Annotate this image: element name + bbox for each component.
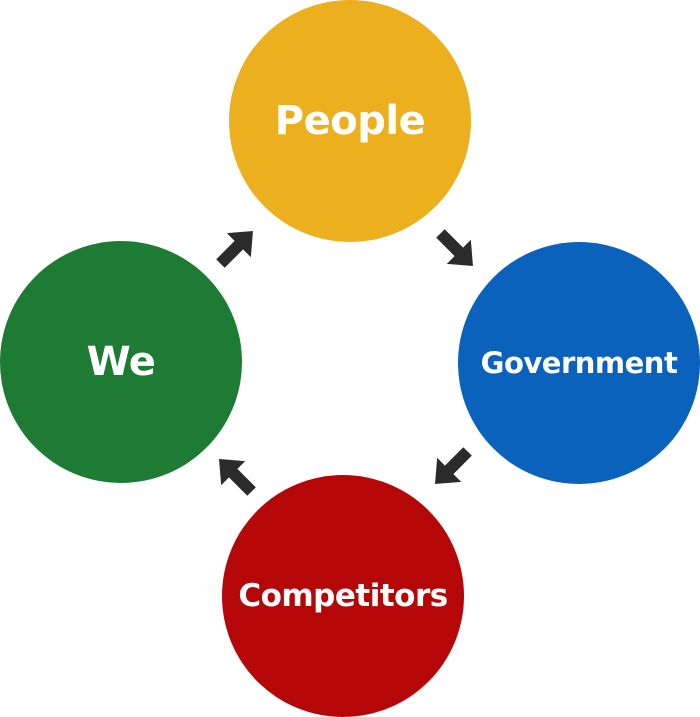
government-label: Government	[480, 346, 678, 380]
arrow-government-to-competitors-icon	[435, 447, 472, 484]
people-label: People	[274, 98, 426, 144]
competitors-circle: Competitors	[222, 475, 464, 717]
people-circle: People	[229, 0, 471, 242]
we-label: We	[86, 339, 156, 385]
government-circle: Government	[458, 242, 700, 484]
arrow-we-to-people-icon	[216, 231, 253, 268]
competitors-label: Competitors	[238, 578, 448, 614]
arrow-people-to-government-icon	[436, 229, 473, 266]
we-circle: We	[0, 241, 242, 483]
arrow-competitors-to-we-icon	[219, 459, 256, 496]
